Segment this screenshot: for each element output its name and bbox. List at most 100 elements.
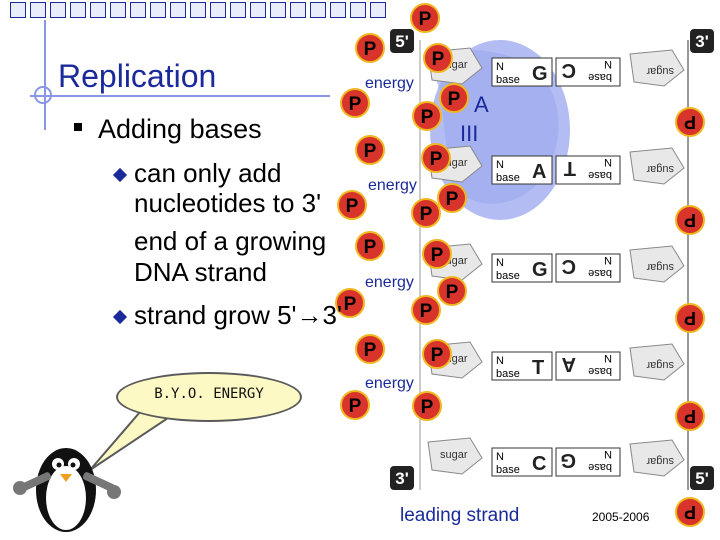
sugar-label: sugar — [646, 455, 674, 467]
leading-strand-caption: leading strand — [400, 505, 520, 526]
phosphate-circle — [422, 339, 452, 369]
phosphate-right — [675, 303, 705, 333]
phosphate-right — [675, 401, 705, 431]
top-bar-cell — [370, 2, 386, 18]
phosphate-label: P — [432, 49, 445, 70]
phosphate-label: P — [419, 9, 432, 30]
energy-label: energy — [365, 75, 414, 92]
n-label: N — [604, 254, 612, 266]
base-letter-right: A — [562, 353, 576, 375]
phosphate-label: P — [349, 396, 362, 417]
base-label: base — [496, 368, 520, 380]
n-label: N — [604, 58, 612, 70]
phosphate-label: P — [446, 189, 459, 210]
sugar-ring-left — [427, 437, 483, 475]
sugar-label: sugar — [440, 449, 468, 461]
enzyme-label-a: A — [474, 92, 489, 117]
base-box-left — [491, 155, 553, 185]
top-bar-cell — [230, 2, 246, 18]
slide-year: 2005-2006 — [592, 510, 650, 524]
base-label: base — [588, 461, 612, 473]
base-letter-right: G — [560, 449, 576, 471]
base-letter-left: G — [532, 259, 548, 281]
phosphate-circle — [412, 391, 442, 421]
sub-point-line-4: DNA strand — [134, 257, 267, 287]
phosphate-circle — [411, 198, 441, 228]
top-bar-cell — [70, 2, 86, 18]
phosphate-label: P — [420, 204, 433, 225]
end-label-3-top: 3' — [695, 32, 709, 51]
base-label: base — [588, 169, 612, 181]
phosphate-label: P — [684, 502, 696, 522]
end-label-3-bottom-badge — [390, 466, 414, 490]
end-label-3-bottom: 3' — [395, 469, 409, 488]
sub-point-strand-grow: strand grow 5'→3' — [134, 300, 342, 330]
end-label-5-bottom-badge — [690, 466, 714, 490]
base-letter-right: C — [562, 255, 576, 277]
energy-label: energy — [365, 274, 414, 291]
n-label: N — [604, 448, 612, 460]
top-bar-cell — [170, 2, 186, 18]
base-letter-left: G — [532, 63, 548, 85]
base-label: base — [588, 267, 612, 279]
phosphate-circle — [439, 83, 469, 113]
enzyme-label-iii: III — [460, 121, 478, 146]
phosphate-circle — [423, 43, 453, 73]
end-label-5-top-badge — [390, 29, 414, 53]
phosphate-label: P — [448, 89, 461, 110]
base-label: base — [496, 270, 520, 282]
phosphate-label: P — [431, 345, 444, 366]
n-label: N — [496, 159, 504, 171]
base-letter-left: C — [532, 453, 546, 475]
phosphate-circle — [412, 101, 442, 131]
top-bar — [0, 0, 720, 20]
phosphate-right — [675, 107, 705, 137]
top-bar-cell — [290, 2, 306, 18]
decor-line-horizontal — [30, 95, 330, 97]
phosphate-circle — [411, 295, 441, 325]
phosphate-label: P — [684, 112, 696, 132]
sugar-ring-right — [629, 439, 685, 477]
phosphate-label: P — [346, 196, 359, 217]
phosphate-label: P — [446, 282, 459, 303]
phosphate-label: P — [684, 210, 696, 230]
top-bar-cell — [270, 2, 286, 18]
sugar-ring-right — [629, 245, 685, 283]
phosphate-circle — [437, 276, 467, 306]
phosphate-label: P — [430, 149, 443, 170]
n-label: N — [496, 451, 504, 463]
base-box-left — [491, 57, 553, 87]
base-box-left — [491, 447, 553, 477]
top-bar-cell — [50, 2, 66, 18]
top-bar-cell — [110, 2, 126, 18]
end-label-5-bottom: 5' — [695, 469, 709, 488]
penguin-mascot-icon — [13, 448, 121, 532]
phosphate-label: P — [421, 107, 434, 128]
phosphate-label: P — [364, 237, 377, 258]
n-label: N — [604, 156, 612, 168]
phosphate-circle — [421, 143, 451, 173]
phosphate-circle — [335, 288, 365, 318]
phosphate-label: P — [684, 406, 696, 426]
phosphate-label: P — [344, 294, 357, 315]
sub-point-line-3: end of a growing — [134, 226, 327, 256]
top-bar-cell — [90, 2, 106, 18]
phosphate-circle — [422, 239, 452, 269]
sugar-label: sugar — [646, 359, 674, 371]
top-bar-cell — [150, 2, 166, 18]
sugar-ring-right — [629, 147, 685, 185]
phosphate-label: P — [364, 141, 377, 162]
top-bar-cell — [350, 2, 366, 18]
phosphate-circle — [355, 231, 385, 261]
phosphate-circle — [340, 88, 370, 118]
top-bar-cell — [330, 2, 346, 18]
phosphate-label: P — [684, 308, 696, 328]
phosphate-label: P — [364, 39, 377, 60]
sugar-label: sugar — [646, 163, 674, 175]
n-label: N — [496, 257, 504, 269]
top-bar-cell — [210, 2, 226, 18]
